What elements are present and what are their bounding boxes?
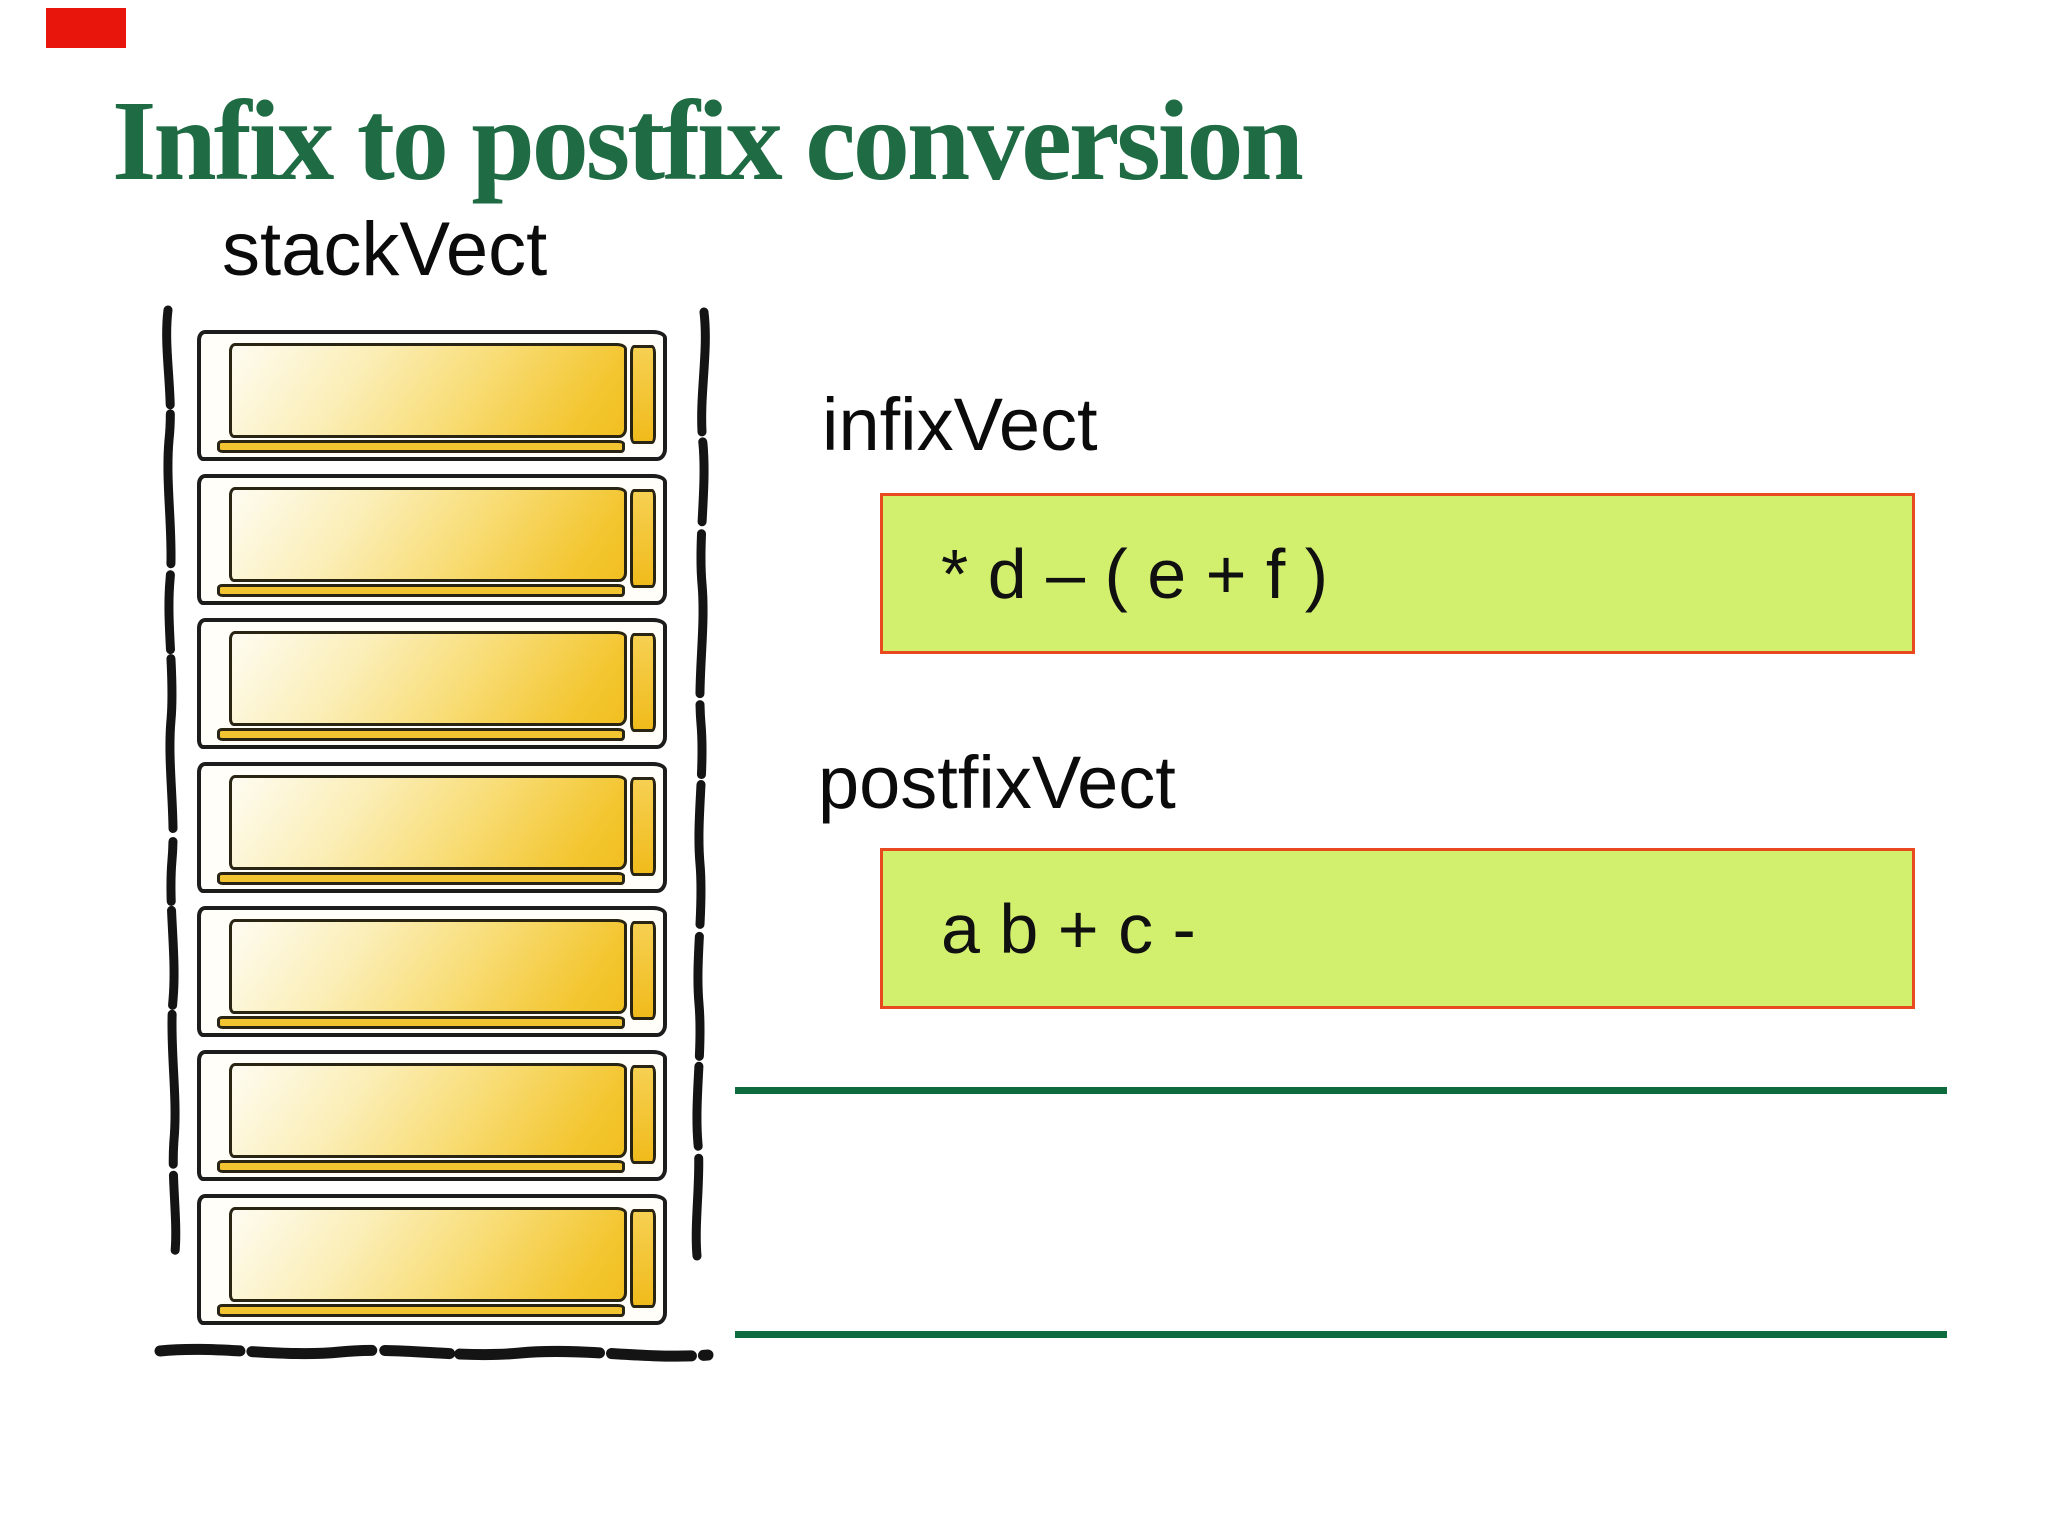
infix-vector-label: infixVect (822, 383, 1098, 466)
stack-slot (197, 330, 667, 461)
stack-slot-right-bevel (630, 633, 656, 732)
stack-slot-face (229, 631, 627, 726)
infix-vector-box: * d – ( e + f ) (880, 493, 1915, 654)
stack-slot (197, 762, 667, 893)
stack-slot-face (229, 343, 627, 438)
stack-slot-bottom-bevel (217, 872, 625, 885)
stack-slot (197, 618, 667, 749)
stack-slot-bottom-bevel (217, 584, 625, 597)
stack-slot-right-bevel (630, 1209, 656, 1308)
stack-slot-face (229, 1063, 627, 1158)
stack-diagram (150, 300, 725, 1375)
stack-slot-right-bevel (630, 921, 656, 1020)
stack-slot (197, 906, 667, 1037)
stack-slot (197, 474, 667, 605)
stack-bottom-wall (154, 1343, 714, 1362)
stack-slot-bottom-bevel (217, 440, 625, 453)
divider-line-bottom (735, 1331, 1947, 1338)
stack-vector-label: stackVect (222, 207, 548, 292)
stack-slot-bottom-bevel (217, 1160, 625, 1173)
infix-expression: * d – ( e + f ) (941, 534, 1329, 613)
stack-slot-bottom-bevel (217, 728, 625, 741)
stack-slot-bottom-bevel (217, 1304, 625, 1317)
postfix-vector-label: postfixVect (818, 741, 1176, 824)
stack-left-wall (162, 305, 181, 1257)
postfix-expression: a b + c - (941, 889, 1196, 968)
stack-slot-right-bevel (630, 1065, 656, 1164)
stack-right-wall (691, 307, 710, 1261)
stack-slot-face (229, 1207, 627, 1302)
stack-slot-face (229, 487, 627, 582)
stack-slot-right-bevel (630, 345, 656, 444)
divider-line-top (735, 1087, 1947, 1094)
stack-frame-sketch (154, 305, 714, 1362)
stack-slot (197, 1050, 667, 1181)
stack-slot-right-bevel (630, 777, 656, 876)
stack-slot-face (229, 775, 627, 870)
stack-slots (197, 330, 667, 1338)
slide-title: Infix to postfix conversion (112, 77, 1304, 204)
stack-slot-right-bevel (630, 489, 656, 588)
stack-slot (197, 1194, 667, 1325)
red-accent-bar (46, 8, 126, 48)
stack-slot-face (229, 919, 627, 1014)
stack-slot-bottom-bevel (217, 1016, 625, 1029)
postfix-vector-box: a b + c - (880, 848, 1915, 1009)
